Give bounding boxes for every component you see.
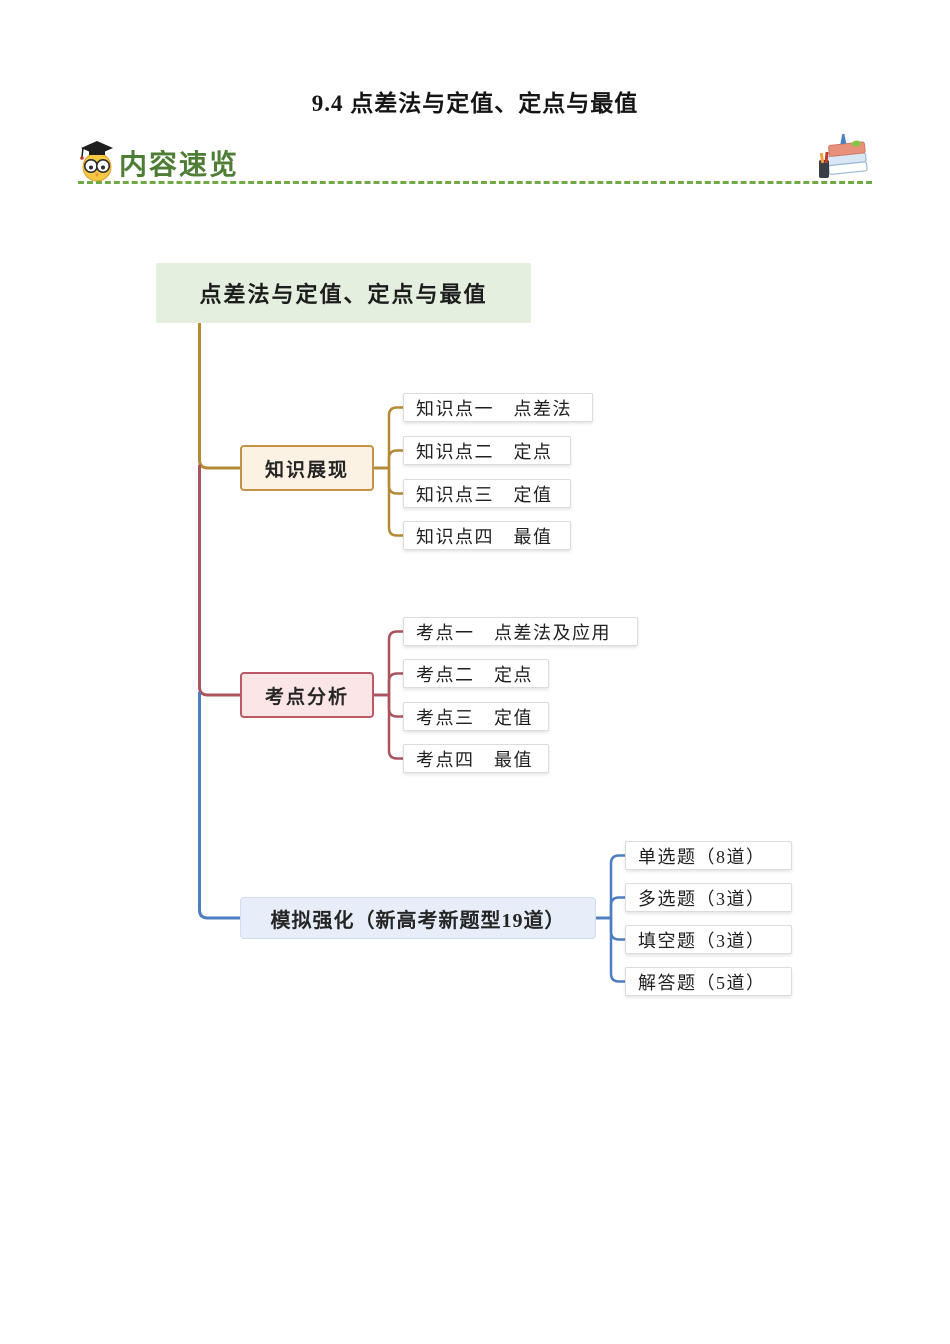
branch1-child3-line [372, 466, 405, 495]
mindmap-leaf-knowledge-4: 知识点四 最值 [403, 521, 571, 550]
branch3-child4-line [594, 916, 627, 983]
mindmap-leaf-exam-2: 考点二 定点 [403, 659, 549, 688]
mindmap-leaf-knowledge-3: 知识点三 定值 [403, 479, 571, 508]
trunk-gold-line [198, 321, 242, 470]
branch3-child1-line [594, 854, 627, 920]
branch2-child3-line [372, 693, 405, 718]
page-title: 9.4 点差法与定值、定点与最值 [311, 91, 639, 116]
trunk-blue-line [198, 691, 242, 920]
mindmap-leaf-exam-1: 考点一 点差法及应用 [403, 617, 638, 646]
branch3-child3-line [594, 916, 627, 941]
mindmap-branch-mock-practice: 模拟强化（新高考新题型19道） [240, 897, 596, 939]
mindmap-leaf-mock-1: 单选题（8道） [625, 841, 792, 870]
mindmap-branch-knowledge: 知识展现 [240, 445, 374, 491]
mindmap-leaf-exam-4: 考点四 最值 [403, 744, 549, 773]
branch2-child2-line [372, 672, 405, 697]
books-stack-icon [819, 133, 868, 178]
mindmap-leaf-exam-3: 考点三 定值 [403, 702, 549, 731]
branch1-child2-line [372, 449, 405, 470]
trunk-maroon-line [198, 464, 242, 697]
mindmap-leaf-mock-4: 解答题（5道） [625, 967, 792, 996]
branch3-child2-line [594, 896, 627, 920]
branch1-child1-line [372, 406, 405, 470]
mindmap-leaf-knowledge-2: 知识点二 定点 [403, 436, 571, 465]
branch2-child4-line [372, 693, 405, 760]
mindmap-root-node: 点差法与定值、定点与最值 [156, 263, 531, 323]
dashed-divider [78, 181, 872, 184]
section-title: 内容速览 [119, 149, 240, 180]
mindmap-leaf-mock-3: 填空题（3道） [625, 925, 792, 954]
owl-scholar-icon [80, 141, 113, 182]
branch1-child4-line [372, 466, 405, 537]
mindmap-leaf-mock-2: 多选题（3道） [625, 883, 792, 912]
mindmap-leaf-knowledge-1: 知识点一 点差法 [403, 393, 593, 422]
branch2-child1-line [372, 630, 405, 697]
mindmap-branch-exam-points: 考点分析 [240, 672, 374, 718]
